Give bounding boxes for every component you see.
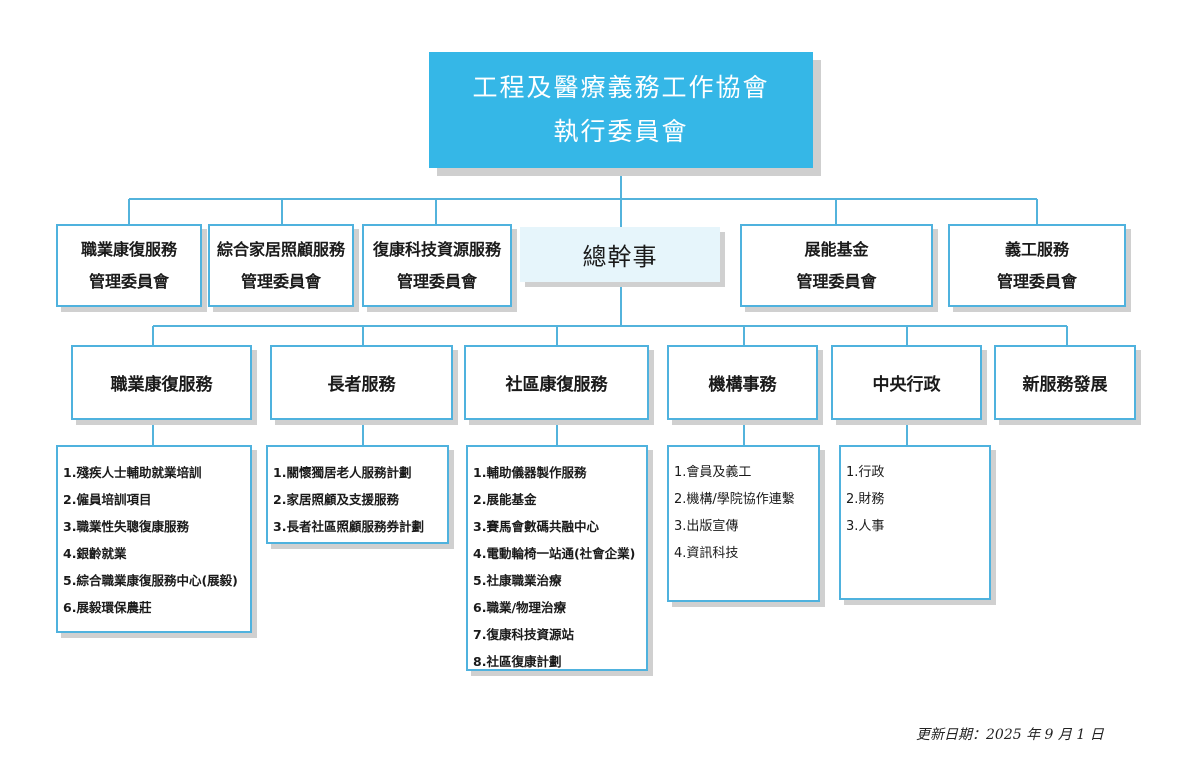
list-item: 3.人事 bbox=[846, 519, 885, 534]
department-title: 機構事務 bbox=[708, 375, 777, 395]
list-item: 5.綜合職業康復服務中心(展毅) bbox=[63, 573, 238, 588]
list-item: 1.輔助儀器製作服務 bbox=[473, 465, 587, 480]
committee-volunteer: 義工服務 管理委員會 bbox=[948, 224, 1126, 307]
department-elderly: 長者服務 bbox=[270, 345, 453, 420]
list-item: 1.關懷獨居老人服務計劃 bbox=[273, 465, 412, 480]
committee-fund: 展能基金 管理委員會 bbox=[740, 224, 933, 307]
committee-title: 義工服務 bbox=[1004, 239, 1069, 259]
committee-subtitle: 管理委員會 bbox=[996, 271, 1077, 291]
list-item: 2.僱員培訓項目 bbox=[63, 492, 152, 507]
department-community-rehab: 社區康復服務 bbox=[464, 345, 649, 420]
committee-home-care: 綜合家居照顧服務 管理委員會 bbox=[208, 224, 354, 307]
service-list-vocational-rehab: 1.殘疾人士輔助就業培訓 2.僱員培訓項目 3.職業性失聰復康服務 4.銀齡就業… bbox=[56, 445, 252, 633]
committee-title: 復康科技資源服務 bbox=[372, 239, 501, 259]
list-item: 5.社康職業治療 bbox=[473, 573, 562, 588]
general-secretary-box: 總幹事 bbox=[520, 227, 720, 282]
service-list-elderly: 1.關懷獨居老人服務計劃 2.家居照顧及支援服務 3.長者社區照顧服務券計劃 bbox=[266, 445, 449, 544]
list-item: 4.資訊科技 bbox=[674, 546, 739, 561]
list-item: 4.電動輪椅一站通(社會企業) bbox=[473, 546, 636, 561]
department-title: 中央行政 bbox=[872, 375, 941, 395]
list-item: 1.會員及義工 bbox=[674, 465, 752, 480]
department-title: 職業康復服務 bbox=[110, 375, 213, 395]
list-item: 2.展能基金 bbox=[473, 492, 537, 507]
service-list-central-admin: 1.行政 2.財務 3.人事 bbox=[839, 445, 991, 600]
service-list-community-rehab: 1.輔助儀器製作服務 2.展能基金 3.賽馬會數碼共融中心 4.電動輪椅一站通(… bbox=[466, 445, 648, 671]
department-new-service-dev: 新服務發展 bbox=[994, 345, 1136, 420]
list-item: 3.出版宣傳 bbox=[674, 519, 739, 534]
committee-rehab-tech: 復康科技資源服務 管理委員會 bbox=[362, 224, 512, 307]
executive-committee-label: 執行委員會 bbox=[553, 117, 689, 146]
committee-title: 綜合家居照顧服務 bbox=[216, 239, 345, 259]
committee-subtitle: 管理委員會 bbox=[396, 271, 477, 291]
service-list-corporate-affairs: 1.會員及義工 2.機構/學院協作連繫 3.出版宣傳 4.資訊科技 bbox=[667, 445, 820, 602]
list-item: 8.社區復康計劃 bbox=[473, 654, 562, 669]
department-title: 長者服務 bbox=[327, 375, 396, 395]
list-item: 2.財務 bbox=[846, 492, 885, 507]
list-item: 4.銀齡就業 bbox=[63, 546, 127, 561]
list-item: 2.家居照顧及支援服務 bbox=[273, 492, 399, 507]
department-central-admin: 中央行政 bbox=[831, 345, 982, 420]
committee-title: 展能基金 bbox=[804, 239, 869, 259]
committee-subtitle: 管理委員會 bbox=[88, 271, 169, 291]
list-item: 2.機構/學院協作連繫 bbox=[674, 492, 795, 507]
update-date: 更新日期：2025 年 9 月 1 日 bbox=[916, 727, 1104, 743]
list-item: 6.職業/物理治療 bbox=[473, 600, 567, 615]
committee-subtitle: 管理委員會 bbox=[240, 271, 321, 291]
list-item: 3.職業性失聰復康服務 bbox=[63, 519, 189, 534]
list-item: 1.殘疾人士輔助就業培訓 bbox=[63, 465, 202, 480]
list-item: 6.展毅環保農莊 bbox=[63, 600, 152, 615]
list-item: 3.長者社區照顧服務券計劃 bbox=[273, 519, 424, 534]
department-vocational-rehab: 職業康復服務 bbox=[71, 345, 252, 420]
department-title: 社區康復服務 bbox=[505, 375, 608, 395]
general-secretary-label: 總幹事 bbox=[582, 243, 658, 271]
executive-committee-box: 工程及醫療義務工作協會 執行委員會 bbox=[429, 52, 813, 168]
list-item: 3.賽馬會數碼共融中心 bbox=[473, 519, 599, 534]
list-item: 7.復康科技資源站 bbox=[473, 627, 574, 642]
list-item: 1.行政 bbox=[846, 465, 885, 480]
department-title: 新服務發展 bbox=[1022, 375, 1108, 395]
department-corporate-affairs: 機構事務 bbox=[667, 345, 818, 420]
committee-subtitle: 管理委員會 bbox=[796, 271, 877, 291]
committee-vocational-rehab: 職業康復服務 管理委員會 bbox=[56, 224, 202, 307]
committee-title: 職業康復服務 bbox=[80, 239, 177, 259]
organization-name: 工程及醫療義務工作協會 bbox=[472, 73, 770, 102]
